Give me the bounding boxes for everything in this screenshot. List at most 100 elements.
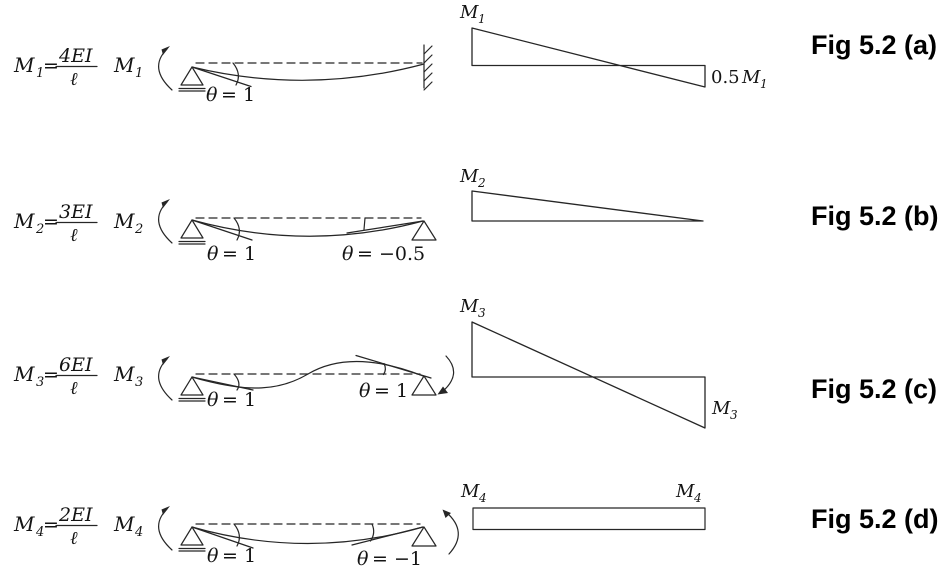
theta-right-symbol: θ [357, 548, 369, 570]
applied-moment-d: M 4 [113, 506, 173, 551]
fraction-numerator: 3EI [59, 201, 93, 223]
arrowhead-icon [437, 386, 448, 395]
theta-left-value: = 1 [222, 389, 256, 411]
rotation-angle-arc-left [233, 373, 240, 391]
applied-moment-b: M 2 [113, 199, 173, 244]
formula-subscript: 1 [36, 66, 44, 81]
fig-label-d: Fig 5.2 (d) [811, 504, 939, 534]
equals-sign: = [43, 514, 59, 536]
theta-left-symbol: θ [207, 243, 219, 265]
equals-sign: = [43, 55, 59, 77]
rotation-tangent-right [346, 220, 424, 234]
applied-moment-c: M 3 [113, 356, 173, 401]
formula-subscript: 4 [35, 525, 44, 540]
theta-right-value: = −1 [372, 548, 422, 570]
bmd-outline [471, 321, 706, 429]
roller-support-icon [411, 220, 437, 241]
pin-support-ground-icon [178, 240, 206, 245]
rotation-angle-arc-left [233, 217, 240, 241]
formula-d: M 4 = 2EI ℓ [13, 504, 98, 549]
arrowhead-icon [442, 509, 451, 518]
row-b: M 2 = 3EI ℓ M 2 θ = 1 θ [13, 166, 939, 265]
row-d: M 4 = 2EI ℓ M 4 θ [13, 481, 939, 570]
rotation-tangent-line [191, 66, 252, 88]
theta-left-symbol: θ [207, 545, 219, 567]
roller-support-icon [411, 526, 437, 547]
fraction-denominator: ℓ [70, 378, 78, 399]
bmd-top-left-subscript: 4 [478, 491, 487, 505]
formula-subscript: 3 [36, 375, 44, 390]
pin-support-ground-icon [178, 87, 206, 92]
theta-right-value: = 1 [374, 380, 408, 402]
ccw-moment-arrow-icon [158, 201, 173, 244]
beam-diagram-a: θ = 1 [178, 44, 433, 106]
bmd-top-right-label: M [675, 481, 695, 502]
bmd-right-label: M [741, 67, 761, 88]
rotation-angle-arc-right [382, 362, 386, 376]
rotation-tangent-left [191, 219, 253, 241]
fraction-numerator: 2EI [58, 504, 93, 526]
rotation-tangent-right [351, 526, 424, 546]
formula-variable: M [13, 362, 35, 386]
formula-a: M 1 = 4EI ℓ [13, 45, 98, 90]
moment-variable: M [113, 209, 135, 233]
bmd-c: M 3 M 3 [459, 296, 738, 429]
pin-support-ground-icon [178, 397, 206, 402]
formula-b: M 2 = 3EI ℓ [13, 201, 98, 246]
bmd-bottom-right-label: M [711, 398, 731, 419]
theta-left-value: = 1 [222, 545, 256, 567]
beam-deflection-curve [191, 219, 424, 237]
formula-variable: M [13, 512, 35, 536]
bmd-top-left-label: M [460, 481, 480, 502]
formula-subscript: 2 [35, 222, 44, 237]
row-c: M 3 = 6EI ℓ M 3 θ [13, 296, 937, 429]
ccw-moment-arrow-icon [158, 48, 173, 91]
bmd-bottom-right-subscript: 3 [730, 408, 738, 422]
arrowhead-icon [161, 506, 170, 515]
fig-label-b: Fig 5.2 (b) [811, 201, 939, 231]
bmd-top-left-subscript: 3 [478, 306, 486, 320]
beam-diagram-c: θ = 1 θ = 1 [178, 354, 455, 411]
arrowhead-icon [161, 46, 170, 55]
ccw-moment-arrow-right-icon [445, 511, 459, 555]
pin-support-icon [180, 376, 204, 396]
moment-subscript: 4 [134, 525, 143, 540]
bmd-top-left-label: M [459, 166, 479, 187]
bmd-d: M 4 M 4 [460, 481, 706, 531]
fraction-denominator: ℓ [70, 528, 78, 549]
cw-moment-arrow-icon [441, 355, 455, 393]
rotation-angle-arc [232, 62, 239, 86]
bmd-right-label-prefix: 0.5 [711, 67, 740, 88]
moment-variable: M [113, 512, 135, 536]
moment-variable: M [113, 362, 135, 386]
moment-subscript: 1 [135, 66, 143, 81]
formula-c: M 3 = 6EI ℓ [13, 354, 98, 399]
theta-left-value: = 1 [221, 84, 255, 106]
bmd-outline [471, 27, 706, 88]
pin-support-ground-icon [178, 547, 206, 552]
bmd-top-left-label: M [459, 2, 479, 23]
beam-diagram-b: θ = 1 θ = −0.5 [178, 217, 437, 265]
roller-support-icon [411, 375, 437, 396]
fraction-numerator: 4EI [58, 45, 93, 67]
bmd-a: M 1 0.5 M 1 [459, 2, 768, 91]
theta-right-symbol: θ [342, 243, 354, 265]
arrowhead-icon [161, 199, 170, 208]
rotation-angle-arc-right [369, 523, 375, 542]
pin-support-icon [180, 219, 204, 239]
rotation-tangent-left [191, 376, 254, 391]
bmd-outline [471, 190, 704, 222]
row-a: M 1 = 4EI ℓ M 1 [13, 2, 937, 106]
moment-variable: M [113, 53, 135, 77]
moment-subscript: 2 [134, 222, 143, 237]
bmd-right-subscript: 1 [760, 77, 768, 91]
equals-sign: = [43, 364, 59, 386]
theta-right-symbol: θ [359, 380, 371, 402]
arrowhead-icon [161, 356, 170, 365]
ccw-moment-arrow-icon [158, 508, 173, 551]
bmd-top-left-subscript: 2 [477, 176, 486, 190]
beam-diagram-d: θ = 1 θ = −1 [178, 509, 459, 570]
bmd-outline [472, 507, 706, 531]
moment-subscript: 3 [135, 375, 143, 390]
